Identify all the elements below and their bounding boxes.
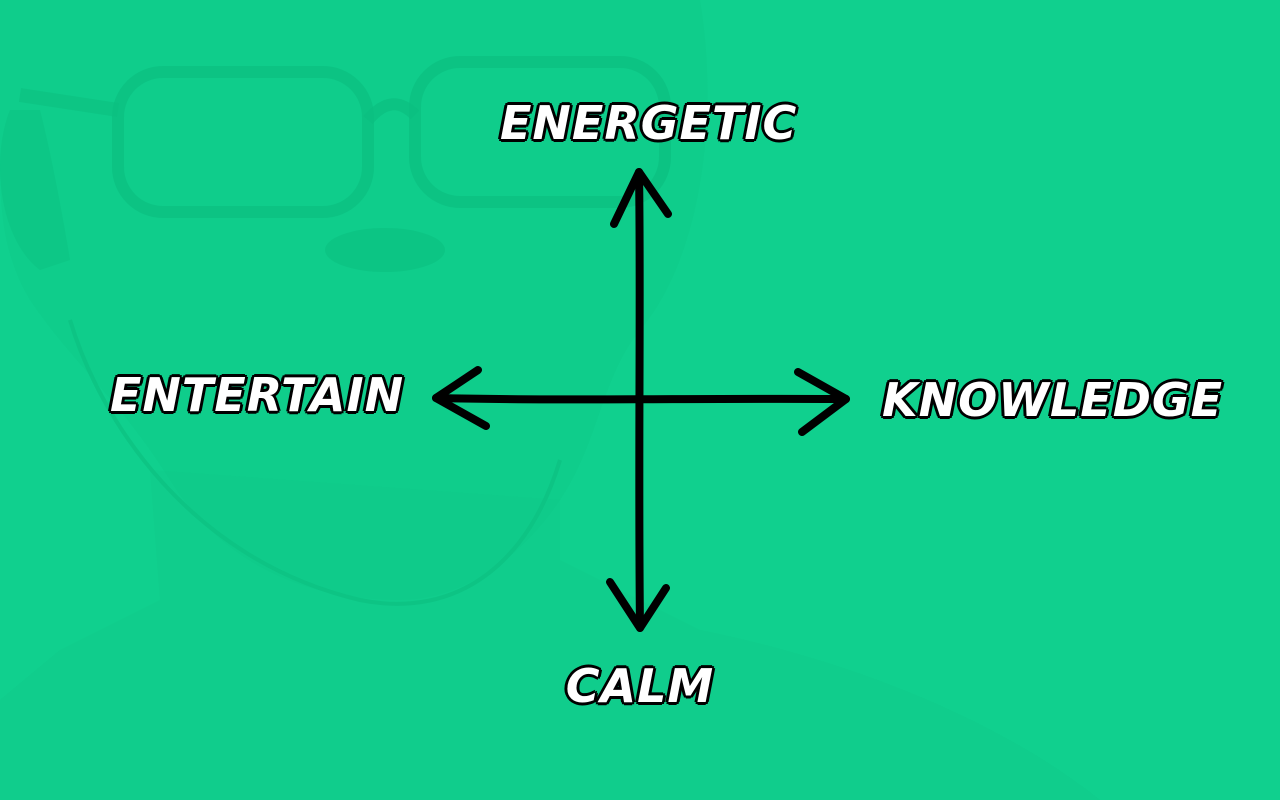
axis-label-right: KNOWLEDGE bbox=[882, 377, 1212, 423]
horizontal-axis-line bbox=[436, 398, 846, 399]
axis-label-top: ENERGETIC bbox=[500, 100, 780, 146]
axis-label-left: ENTERTAIN bbox=[110, 372, 410, 418]
axis-label-bottom: CALM bbox=[560, 663, 720, 709]
